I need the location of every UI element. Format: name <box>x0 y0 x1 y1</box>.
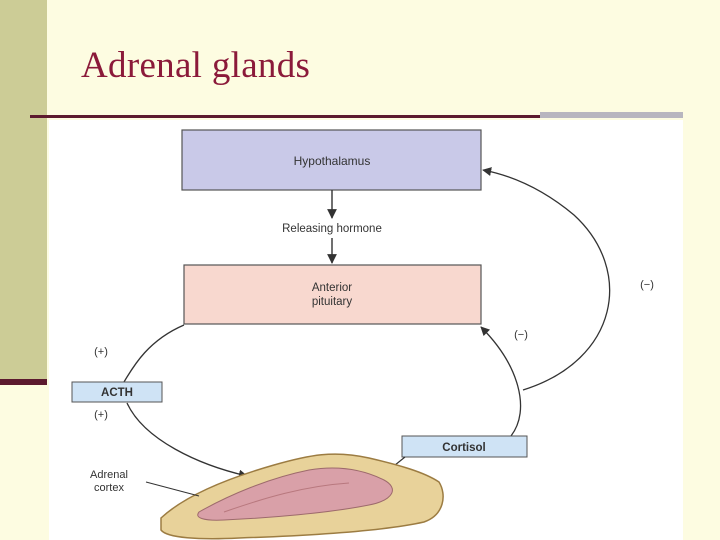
releasing-hormone-label: Releasing hormone <box>282 223 382 235</box>
anterior-pituitary-box <box>183 264 482 325</box>
hpa-axis-diagram: Hypothalamus Releasing hormone Anterior … <box>71 129 654 540</box>
acth-to-adrenal-arrow <box>126 402 248 479</box>
left-decor-band <box>0 0 47 385</box>
left-decor-band-foot <box>0 379 47 385</box>
hypothalamus-box <box>181 129 482 191</box>
stimulatory-sign-bottom: (+) <box>94 409 108 421</box>
cortisol-to-pituitary-feedback-arrow <box>480 326 522 437</box>
cortisol-box <box>401 435 528 458</box>
adrenal-cortex-pointer-line <box>145 481 200 497</box>
inhibitory-sign-outer: (−) <box>640 279 654 291</box>
acth-label: ACTH <box>101 387 133 399</box>
slide-title: Adrenal glands <box>81 45 311 86</box>
adrenal-gland-illustration <box>160 453 444 540</box>
anterior-pituitary-label-line2: pituitary <box>312 296 353 308</box>
anterior-pituitary-label-line1: Anterior <box>312 282 352 294</box>
title-underline-accent <box>540 112 683 118</box>
pituitary-to-acth-curve <box>123 324 185 383</box>
adrenal-cortex-label-line1: Adrenal <box>90 469 128 481</box>
acth-box <box>71 381 163 403</box>
hypothalamus-label: Hypothalamus <box>294 154 371 168</box>
inhibitory-sign-inner: (−) <box>514 329 528 341</box>
hpa-axis-figure: Hypothalamus Releasing hormone Anterior … <box>49 120 683 540</box>
stimulatory-sign-top: (+) <box>94 346 108 358</box>
cortisol-label: Cortisol <box>442 442 485 454</box>
cortisol-to-hypothalamus-feedback-arrow <box>482 167 611 391</box>
adrenal-cortex-label-line2: cortex <box>94 482 124 494</box>
title-underline <box>30 115 540 118</box>
